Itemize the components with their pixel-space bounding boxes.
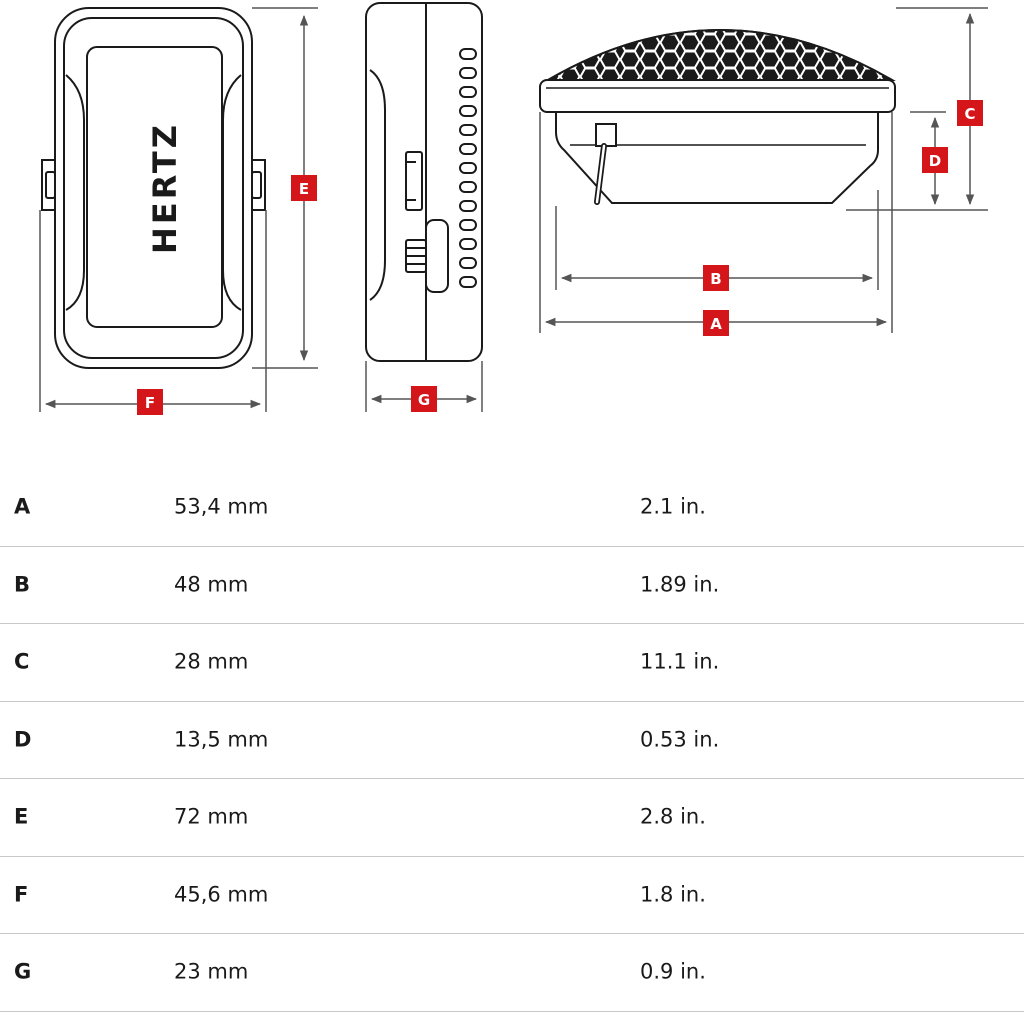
imperial-value: 1.89 in. [640, 572, 720, 597]
side-view [365, 2, 483, 362]
dimension-label-b: B [703, 265, 729, 291]
dimension-label-g: G [411, 386, 437, 412]
imperial-value: 0.53 in. [640, 727, 720, 752]
dimension-letter: G [14, 959, 32, 984]
svg-text:D: D [929, 152, 941, 170]
dimension-letter: B [14, 572, 31, 597]
metric-value: 28 mm [174, 649, 249, 674]
table-row: B 48 mm 1.89 in. [0, 547, 1024, 624]
imperial-value: 0.9 in. [640, 959, 706, 984]
vent-slot [459, 181, 477, 193]
vent-slot [459, 200, 477, 212]
table-row: G 23 mm 0.9 in. [0, 934, 1024, 1012]
vent-slot [459, 238, 477, 250]
metric-value: 53,4 mm [174, 494, 269, 519]
tweeter-side-view [539, 29, 896, 205]
dimension-letter: C [14, 649, 30, 674]
table-row: E 72 mm 2.8 in. [0, 779, 1024, 857]
table-row: F 45,6 mm 1.8 in. [0, 857, 1024, 934]
svg-text:A: A [710, 315, 722, 333]
vent-slot [459, 219, 477, 231]
vent-slot [459, 86, 477, 98]
svg-text:E: E [299, 180, 309, 198]
metric-value: 23 mm [174, 959, 249, 984]
dimension-letter: A [14, 494, 31, 519]
imperial-value: 2.1 in. [640, 494, 706, 519]
vent-slot [459, 67, 477, 79]
dimension-label-f: F [137, 389, 163, 415]
table-row: D 13,5 mm 0.53 in. [0, 702, 1024, 779]
imperial-value: 11.1 in. [640, 649, 720, 674]
vent-slots [459, 48, 477, 288]
svg-text:F: F [145, 394, 155, 412]
table-row: C 28 mm 11.1 in. [0, 624, 1024, 702]
dimension-drawing: HERTZ [39, 2, 988, 415]
metric-value: 13,5 mm [174, 727, 269, 752]
dimension-letter: E [14, 804, 29, 829]
metric-value: 45,6 mm [174, 882, 269, 907]
vent-slot [459, 143, 477, 155]
imperial-value: 2.8 in. [640, 804, 706, 829]
dimension-letter: D [14, 727, 32, 752]
svg-text:G: G [418, 391, 430, 409]
brand-logo-text: HERTZ [146, 122, 184, 254]
svg-text:B: B [710, 270, 721, 288]
vent-slot [459, 105, 477, 117]
front-view [41, 7, 266, 369]
dimensions-table: A 53,4 mm 2.1 in. B 48 mm 1.89 in. C 28 … [0, 469, 1024, 1012]
dimension-label-a: A [703, 310, 729, 336]
dimension-label-c: C [957, 100, 983, 126]
svg-text:C: C [964, 105, 975, 123]
table-row: A 53,4 mm 2.1 in. [0, 469, 1024, 547]
dimension-label-d: D [922, 147, 948, 173]
vent-slot [459, 48, 477, 60]
dimension-label-e: E [291, 175, 317, 201]
vent-slot [459, 124, 477, 136]
metric-value: 72 mm [174, 804, 249, 829]
vent-slot [459, 276, 477, 288]
vent-slot [459, 257, 477, 269]
metric-value: 48 mm [174, 572, 249, 597]
dimension-letter: F [14, 882, 29, 907]
imperial-value: 1.8 in. [640, 882, 706, 907]
vent-slot [459, 162, 477, 174]
